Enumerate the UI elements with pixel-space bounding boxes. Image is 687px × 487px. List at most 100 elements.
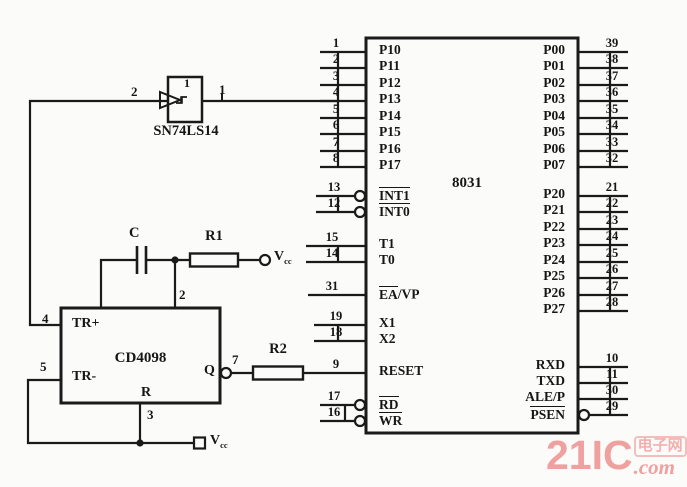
mono-pin-2: 2 xyxy=(179,287,186,302)
vcc-label-bottom: Vcc xyxy=(210,433,228,450)
pin-label-P27: P27 xyxy=(440,301,565,316)
pin-label-P03: P03 xyxy=(440,91,565,106)
mono-tr-minus-label: TR- xyxy=(72,369,97,384)
pin-number: 8 xyxy=(332,150,340,165)
mono-name: CD4098 xyxy=(114,350,167,366)
vcc-label-top: Vcc xyxy=(274,249,292,266)
pin-label-text: RD xyxy=(379,396,399,412)
pin-label-PSEN: PSEN xyxy=(440,406,565,422)
pin-label-text: P00 xyxy=(543,42,565,57)
pin-label-text: P14 xyxy=(379,108,401,123)
pin-label-text: P24 xyxy=(543,252,565,267)
pin-number: 19 xyxy=(329,308,343,323)
pin-label-P01: P01 xyxy=(440,58,565,73)
pin-label-text: P15 xyxy=(379,124,401,139)
pin-label-text: P03 xyxy=(543,91,565,106)
pin-number: 23 xyxy=(605,212,619,227)
inverter-gate-number: 1 xyxy=(184,76,190,90)
pin-label-P21: P21 xyxy=(440,202,565,217)
pin-label-EA: EA/VP xyxy=(379,286,499,302)
pin-number: 3 xyxy=(332,68,340,83)
pin-label-text: P01 xyxy=(543,58,565,73)
pin-number: 25 xyxy=(605,245,619,260)
pin-label-rest: /VP xyxy=(397,286,420,302)
watermark: 21IC 电子网 .com xyxy=(546,435,687,480)
vcc-terminal-icon xyxy=(258,253,272,267)
pin-label-T0: T0 xyxy=(379,252,499,267)
pin-label-WR: WR xyxy=(379,412,499,428)
pin-number: 11 xyxy=(606,366,618,381)
watermark-right: 电子网 .com xyxy=(633,436,687,480)
pin-label-P10: P10 xyxy=(379,42,499,57)
pin-number: 15 xyxy=(325,229,339,244)
pin-label-text: TXD xyxy=(536,373,565,388)
pin-label-P05: P05 xyxy=(440,124,565,139)
pin-label-P15: P15 xyxy=(379,124,499,139)
pin-label-text: T0 xyxy=(379,252,395,267)
pin-label-text: P11 xyxy=(379,58,401,73)
pin-label-text: P06 xyxy=(543,141,565,156)
pin-bubble-RD xyxy=(353,398,367,412)
pin-label-text: P20 xyxy=(543,186,565,201)
pin-label-text: P13 xyxy=(379,91,401,106)
pin-label-text: T1 xyxy=(379,236,395,251)
mono-pin-7: 7 xyxy=(232,352,239,367)
inverter-pin-in: 2 xyxy=(131,84,138,99)
pin-label-P14: P14 xyxy=(379,108,499,123)
pin-label-text: WR xyxy=(379,412,403,428)
pin-label-text: P21 xyxy=(543,202,565,217)
pin-label-TXD: TXD xyxy=(440,373,565,388)
vcc-v: V xyxy=(210,433,221,448)
vcc-terminal-icon xyxy=(192,436,207,450)
pin-label-P06: P06 xyxy=(440,141,565,156)
watermark-chinese: 电子网 xyxy=(633,436,687,457)
pin-number: 9 xyxy=(332,356,340,371)
mono-pin-4: 4 xyxy=(42,311,49,326)
pin-number: 6 xyxy=(332,117,340,132)
resistor-r2-symbol xyxy=(251,365,305,381)
pin-bubble-INT1 xyxy=(353,189,367,203)
pin-label-text: P26 xyxy=(543,285,565,300)
pin-label-P04: P04 xyxy=(440,108,565,123)
pin-number: 1 xyxy=(332,35,340,50)
pin-label-P17: P17 xyxy=(379,157,499,172)
pin-label-text: P02 xyxy=(543,75,565,90)
pin-label-text: P23 xyxy=(543,235,565,250)
mono-pin-3: 3 xyxy=(147,407,154,422)
pin-label-text: P17 xyxy=(379,157,401,172)
pin-bubble-PSEN xyxy=(577,408,591,422)
pin-label-P24: P24 xyxy=(440,252,565,267)
pin-bubble-WR xyxy=(353,414,367,428)
pin-number: 30 xyxy=(605,382,619,397)
pin-number: 16 xyxy=(327,404,341,419)
pin-bubble-INT0 xyxy=(353,205,367,219)
vcc-v: V xyxy=(274,249,285,264)
pin-label-text: P10 xyxy=(379,42,401,57)
pin-label-P00: P00 xyxy=(440,42,565,57)
pin-number: 17 xyxy=(327,388,341,403)
pin-label-text: RXD xyxy=(535,357,565,372)
pin-label-P16: P16 xyxy=(379,141,499,156)
pin-label-text: RESET xyxy=(379,363,424,378)
pin-number: 33 xyxy=(605,134,619,149)
pin-label-text: P16 xyxy=(379,141,401,156)
resistor-r1-symbol xyxy=(188,252,240,268)
pin-label-P12: P12 xyxy=(379,75,499,90)
mono-pin-5: 5 xyxy=(40,359,47,374)
pin-label-text: P04 xyxy=(543,108,565,123)
inverter-name: SN74LS14 xyxy=(153,123,219,139)
pin-label-P25: P25 xyxy=(440,268,565,283)
pin-label-text: P22 xyxy=(543,219,565,234)
resistor-r1-label: R1 xyxy=(205,228,223,244)
pin-number: 35 xyxy=(605,101,619,116)
pin-number: 7 xyxy=(332,134,340,149)
pin-number: 14 xyxy=(325,245,339,260)
pin-number: 28 xyxy=(605,294,619,309)
pin-label-INT1: INT1 xyxy=(379,187,499,203)
pin-number: 10 xyxy=(605,350,619,365)
pin-number: 34 xyxy=(605,117,619,132)
vcc-sub: cc xyxy=(284,255,292,266)
pin-number: 37 xyxy=(605,68,619,83)
pin-number: 4 xyxy=(332,84,340,99)
